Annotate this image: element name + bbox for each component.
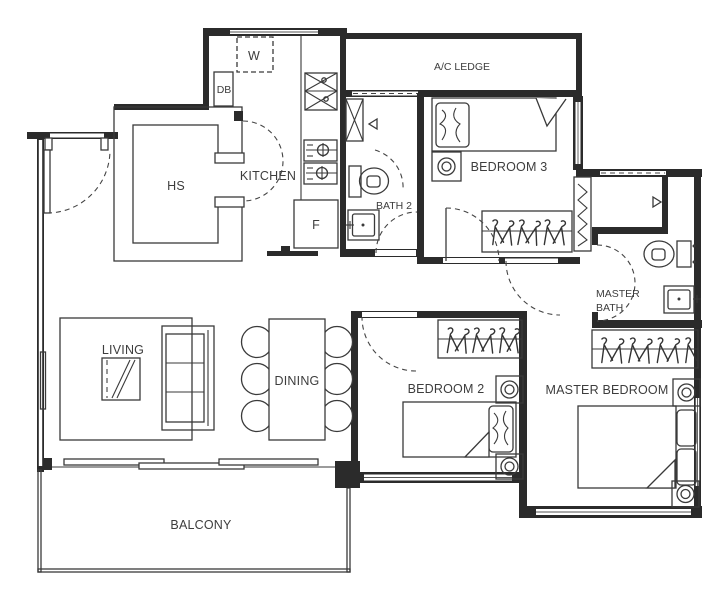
basin-icon [663, 285, 701, 314]
blanket-fold [645, 458, 676, 489]
chair [240, 325, 274, 359]
dining-furniture [240, 318, 354, 441]
master-suite-doors [361, 244, 636, 372]
kitchen-sink-icon [304, 72, 338, 111]
living-furniture [39, 317, 215, 441]
door-hinge [234, 111, 243, 121]
side-table [431, 151, 462, 182]
master-bedroom-label: MASTER BEDROOM [546, 383, 669, 397]
shower-head-icon [367, 117, 378, 131]
sofa [161, 325, 215, 431]
tv-console [39, 351, 47, 410]
balcony-sliding-door [44, 458, 335, 470]
toilet-icon [348, 165, 390, 198]
bedroom3-door-arc [445, 207, 500, 262]
master-bath-label-1: MASTER [596, 288, 640, 300]
walls [27, 28, 702, 573]
balcony-label: BALCONY [170, 518, 232, 532]
kitchen-label: KITCHEN [240, 169, 296, 183]
blanket-fold [535, 97, 567, 128]
bedroom3-furniture [431, 97, 573, 262]
pillow [676, 409, 697, 447]
db-box [213, 71, 234, 107]
bed-single [431, 97, 557, 152]
bath2-door-arc [375, 211, 418, 254]
bedroom2-label: BEDROOM 2 [408, 382, 485, 396]
chair [320, 362, 354, 396]
blanket-fold [463, 430, 490, 458]
chair [240, 362, 274, 396]
kitchen-fixtures [213, 36, 339, 249]
wardrobe [481, 210, 573, 253]
pillow [488, 405, 514, 453]
stove-icon [303, 139, 338, 185]
coffee-table [101, 357, 141, 401]
chair [320, 399, 354, 433]
ac-ledge-label: A/C LEDGE [434, 61, 490, 73]
master-bath-fixtures [643, 195, 701, 314]
fixture-labels: W DB F [217, 49, 320, 232]
bedroom2-door-arc [361, 316, 417, 372]
dining-label: DINING [275, 374, 320, 388]
hs-room [113, 106, 284, 262]
master-hall-door-arc [505, 260, 561, 316]
bath2-label: BATH 2 [376, 200, 412, 212]
master-bedroom-furniture [577, 329, 701, 508]
hs-door-arc [242, 120, 284, 202]
washer-label: W [248, 49, 260, 63]
bath2-fixtures [345, 98, 418, 254]
shower-head-icon [652, 195, 663, 209]
washer-box [236, 36, 274, 73]
shower-screen-icon [345, 98, 364, 142]
wardrobe [591, 329, 699, 369]
master-bath-label-2: BATH [596, 302, 623, 314]
room-labels: HS KITCHEN A/C LEDGE BATH 2 BEDROOM 3 MA… [102, 61, 669, 532]
dining-table [268, 318, 326, 441]
wardrobe [437, 319, 523, 359]
fridge-label: F [312, 218, 320, 232]
bedroom2-furniture [402, 319, 524, 480]
fridge-box [293, 199, 339, 249]
basin-icon [346, 209, 380, 241]
hs-label: HS [167, 179, 185, 193]
rug [59, 317, 193, 441]
entry-door [43, 149, 111, 214]
side-table [495, 375, 524, 404]
service-duct [573, 176, 592, 252]
pillow [435, 102, 470, 148]
bed-single [402, 401, 517, 458]
bedroom3-label: BEDROOM 3 [471, 160, 548, 174]
chair [240, 399, 274, 433]
toilet-icon [643, 240, 696, 268]
side-table [495, 453, 524, 480]
living-label: LIVING [102, 343, 144, 357]
side-table [671, 480, 700, 508]
side-table [672, 378, 701, 407]
chair [320, 325, 354, 359]
master-bath-door-arc [596, 244, 636, 322]
pillow [676, 448, 697, 486]
db-label: DB [217, 84, 232, 96]
bed-double [577, 405, 677, 489]
